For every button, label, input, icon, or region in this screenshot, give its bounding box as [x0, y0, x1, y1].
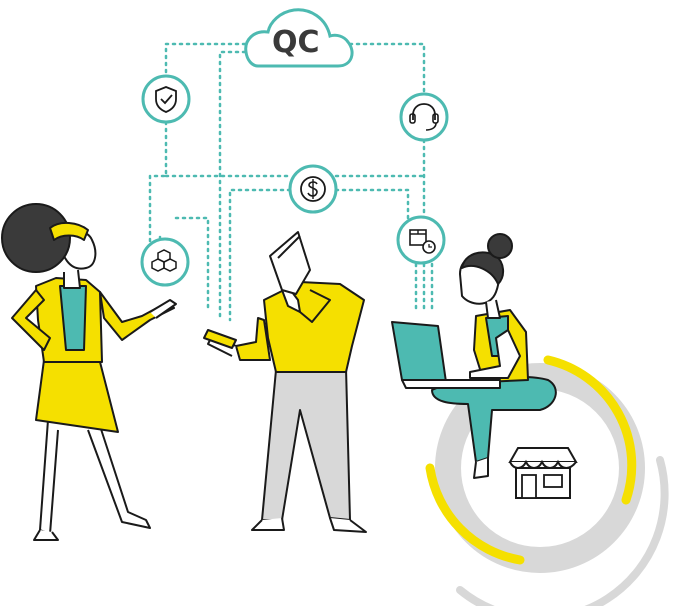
woman-with-laptop: [391, 233, 557, 479]
network-lines: [148, 42, 434, 322]
woman-standing: [1, 203, 177, 541]
logo: QC: [272, 25, 320, 60]
logo-text: QC: [272, 25, 320, 60]
headset-icon: [399, 92, 449, 142]
cloud-icon: [244, 8, 354, 68]
package-clock-icon: [396, 215, 446, 265]
cubes-icon: [140, 237, 190, 287]
dollar-coin-icon: [288, 164, 338, 214]
storefront-icon: [508, 447, 578, 499]
shield-check-icon: [141, 74, 191, 124]
man-with-phone: [203, 231, 367, 533]
background-rings: [425, 355, 669, 606]
